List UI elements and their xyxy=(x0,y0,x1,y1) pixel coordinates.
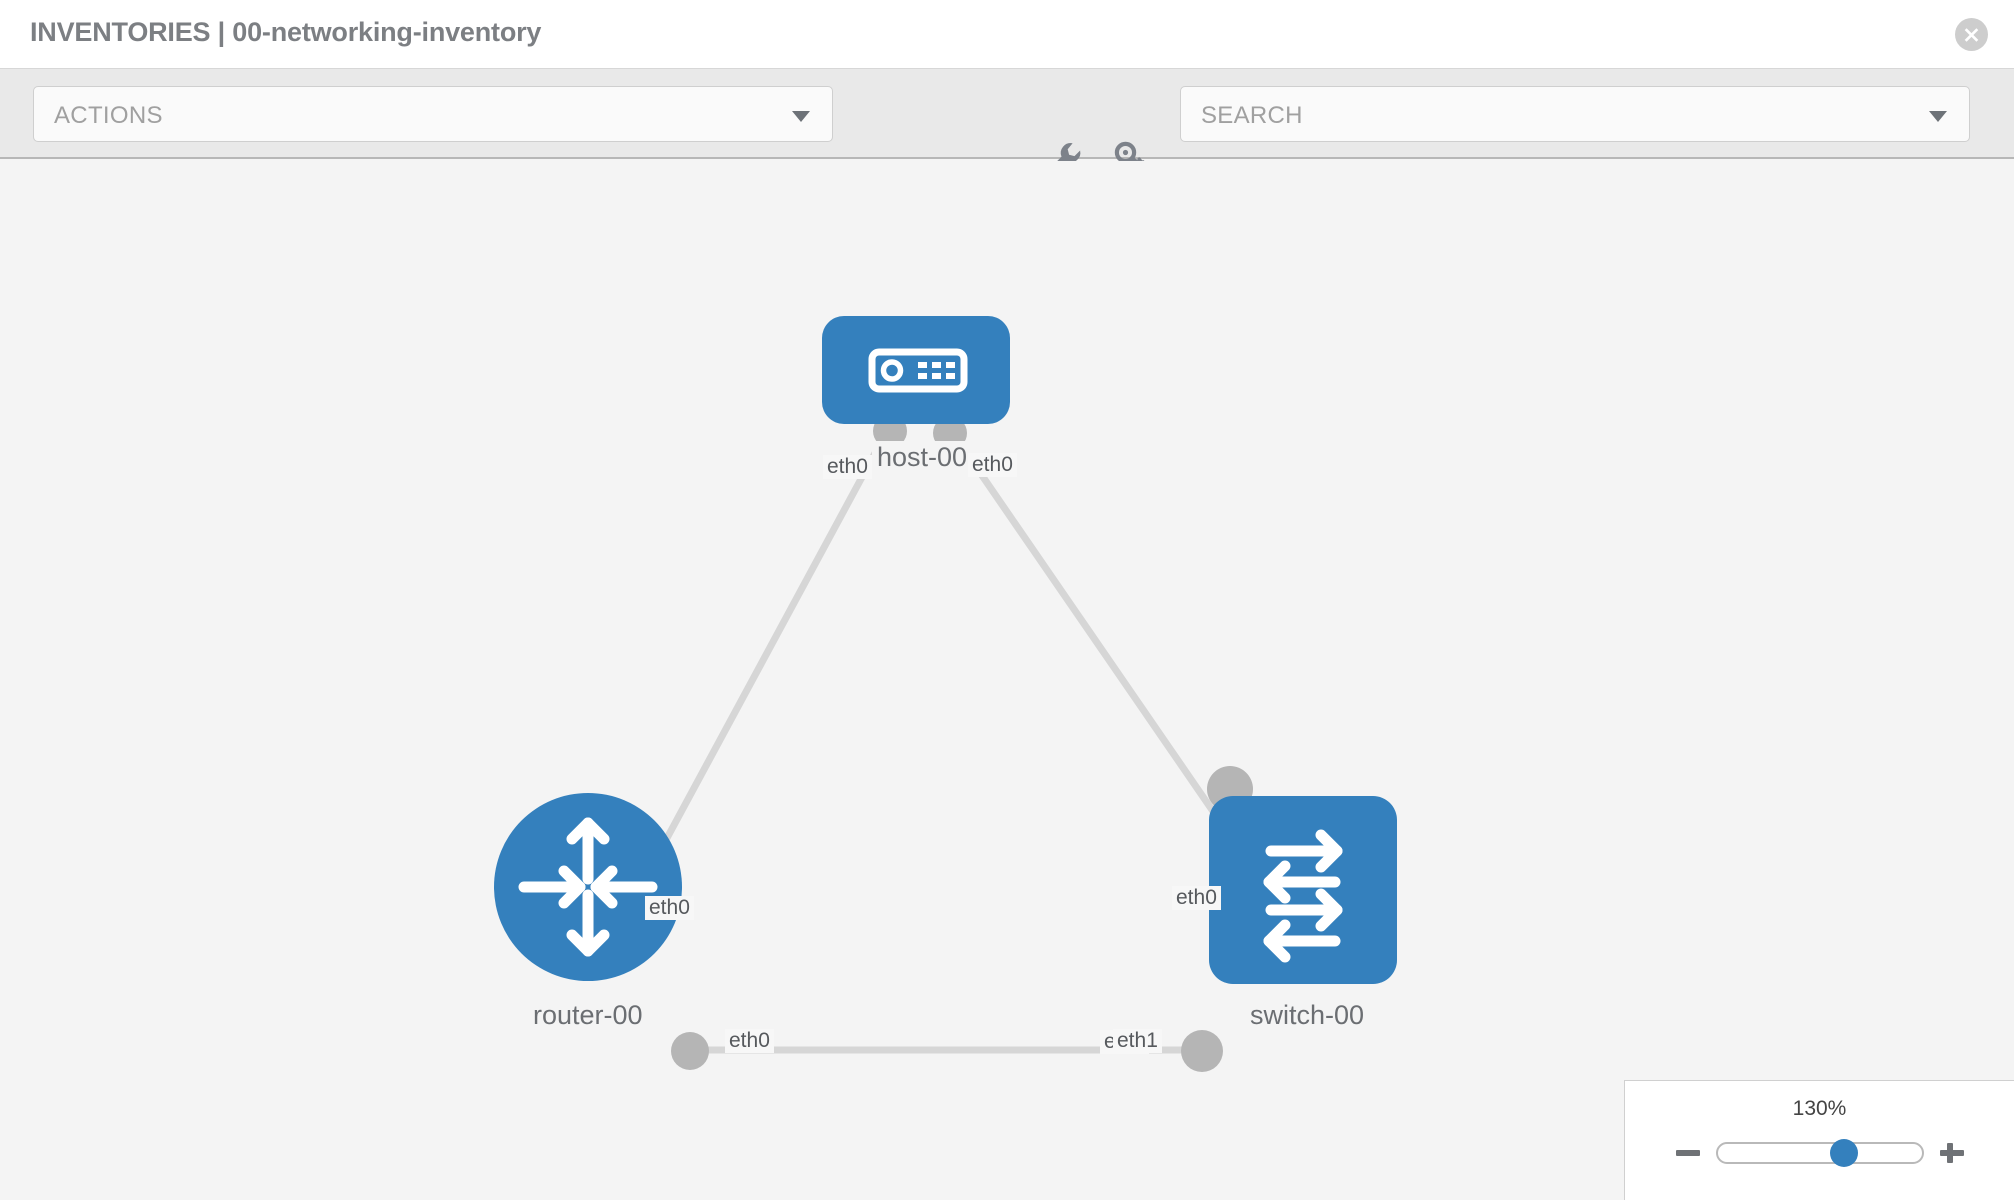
zoom-out-button[interactable] xyxy=(1674,1139,1702,1167)
zoom-slider-thumb[interactable] xyxy=(1829,1139,1858,1167)
close-icon xyxy=(1964,28,1979,42)
zoom-control-panel: 130% xyxy=(1624,1080,2014,1200)
page-title: INVENTORIES | 00-networking-inventory xyxy=(30,17,542,47)
toolbar: ACTIONS SEARCH xyxy=(0,69,2014,174)
switch-arrows-icon xyxy=(1263,829,1343,963)
zoom-level-value: 130% xyxy=(1792,1097,1847,1120)
actions-dropdown[interactable]: ACTIONS xyxy=(33,86,833,142)
interface-label-host-left: eth0 xyxy=(823,455,872,479)
chevron-down-icon xyxy=(792,111,810,122)
search-input[interactable]: SEARCH xyxy=(1180,86,1970,142)
topology-canvas[interactable]: host-00 router-00 xyxy=(0,161,2014,1200)
connector-router-right[interactable] xyxy=(671,1032,709,1070)
zoom-slider[interactable] xyxy=(1715,1139,1924,1167)
node-router-00[interactable] xyxy=(494,793,682,981)
actions-dropdown-label: ACTIONS xyxy=(54,102,163,129)
zoom-slider-row xyxy=(1625,1133,2014,1173)
server-icon xyxy=(868,348,968,393)
edge-host-router[interactable] xyxy=(656,427,892,853)
node-label-host-00: host-00 xyxy=(872,441,973,474)
node-label-router-00: router-00 xyxy=(528,999,648,1032)
node-switch-00[interactable] xyxy=(1209,796,1397,984)
chevron-down-icon xyxy=(1929,111,1947,122)
window-header: INVENTORIES | 00-networking-inventory xyxy=(0,0,2014,69)
search-input-value: SEARCH xyxy=(1201,102,1303,129)
interface-label-switch-uplink: eth0 xyxy=(1172,886,1221,910)
interface-label-switch-left-front: eth1 xyxy=(1113,1029,1162,1053)
router-arrows-icon xyxy=(518,817,658,957)
interface-label-router-right: eth0 xyxy=(725,1029,774,1053)
node-label-switch-00: switch-00 xyxy=(1245,999,1370,1032)
close-button[interactable] xyxy=(1955,18,1988,51)
edge-host-switch[interactable] xyxy=(947,427,1233,838)
interface-label-router-uplink: eth0 xyxy=(645,896,694,920)
zoom-in-button[interactable] xyxy=(1938,1139,1966,1167)
interface-label-host-right: eth0 xyxy=(968,453,1017,477)
connector-switch-left[interactable] xyxy=(1181,1030,1223,1072)
node-host-00[interactable] xyxy=(822,316,1010,424)
